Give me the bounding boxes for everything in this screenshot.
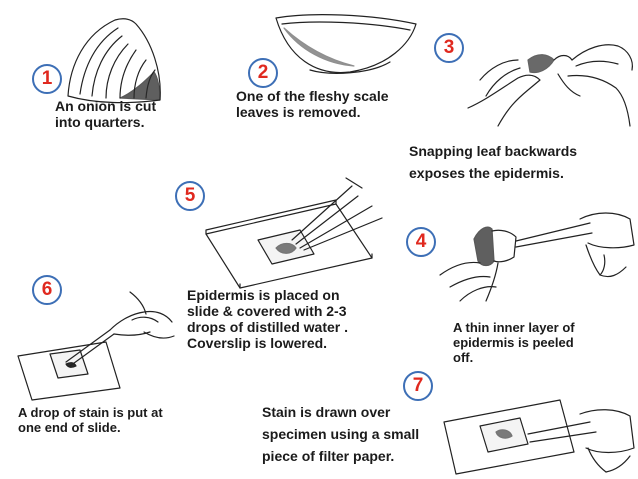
step-5-number-badge: 5 bbox=[175, 181, 205, 211]
dropper-on-slide-illustration bbox=[14, 292, 179, 402]
step-4-number-badge: 4 bbox=[406, 227, 436, 257]
step-6-number-badge: 6 bbox=[32, 275, 62, 305]
peeling-epidermis-illustration bbox=[440, 205, 635, 305]
hands-snapping-leaf-illustration bbox=[468, 30, 634, 130]
onion-quarter-illustration bbox=[60, 14, 170, 106]
scale-leaf-illustration bbox=[270, 10, 420, 80]
step-4-caption: A thin inner layer of epidermis is peele… bbox=[453, 320, 575, 365]
step-3-number-badge: 3 bbox=[434, 33, 464, 63]
step-1-number-badge: 1 bbox=[32, 64, 62, 94]
step-1-caption: An onion is cut into quarters. bbox=[55, 98, 156, 130]
step-7-caption: Stain is drawn over specimen using a sma… bbox=[262, 401, 419, 467]
step-2-number-badge: 2 bbox=[248, 58, 278, 88]
step-2-caption: One of the fleshy scale leaves is remove… bbox=[236, 88, 389, 120]
step-7-number-badge: 7 bbox=[403, 371, 433, 401]
step-5-caption: Epidermis is placed on slide & covered w… bbox=[187, 287, 348, 351]
filter-paper-slide-illustration bbox=[440, 392, 635, 476]
step-6-caption: A drop of stain is put at one end of sli… bbox=[18, 405, 163, 435]
slide-with-specimen-illustration bbox=[196, 178, 396, 290]
step-3-caption: Snapping leaf backwards exposes the epid… bbox=[409, 140, 577, 184]
